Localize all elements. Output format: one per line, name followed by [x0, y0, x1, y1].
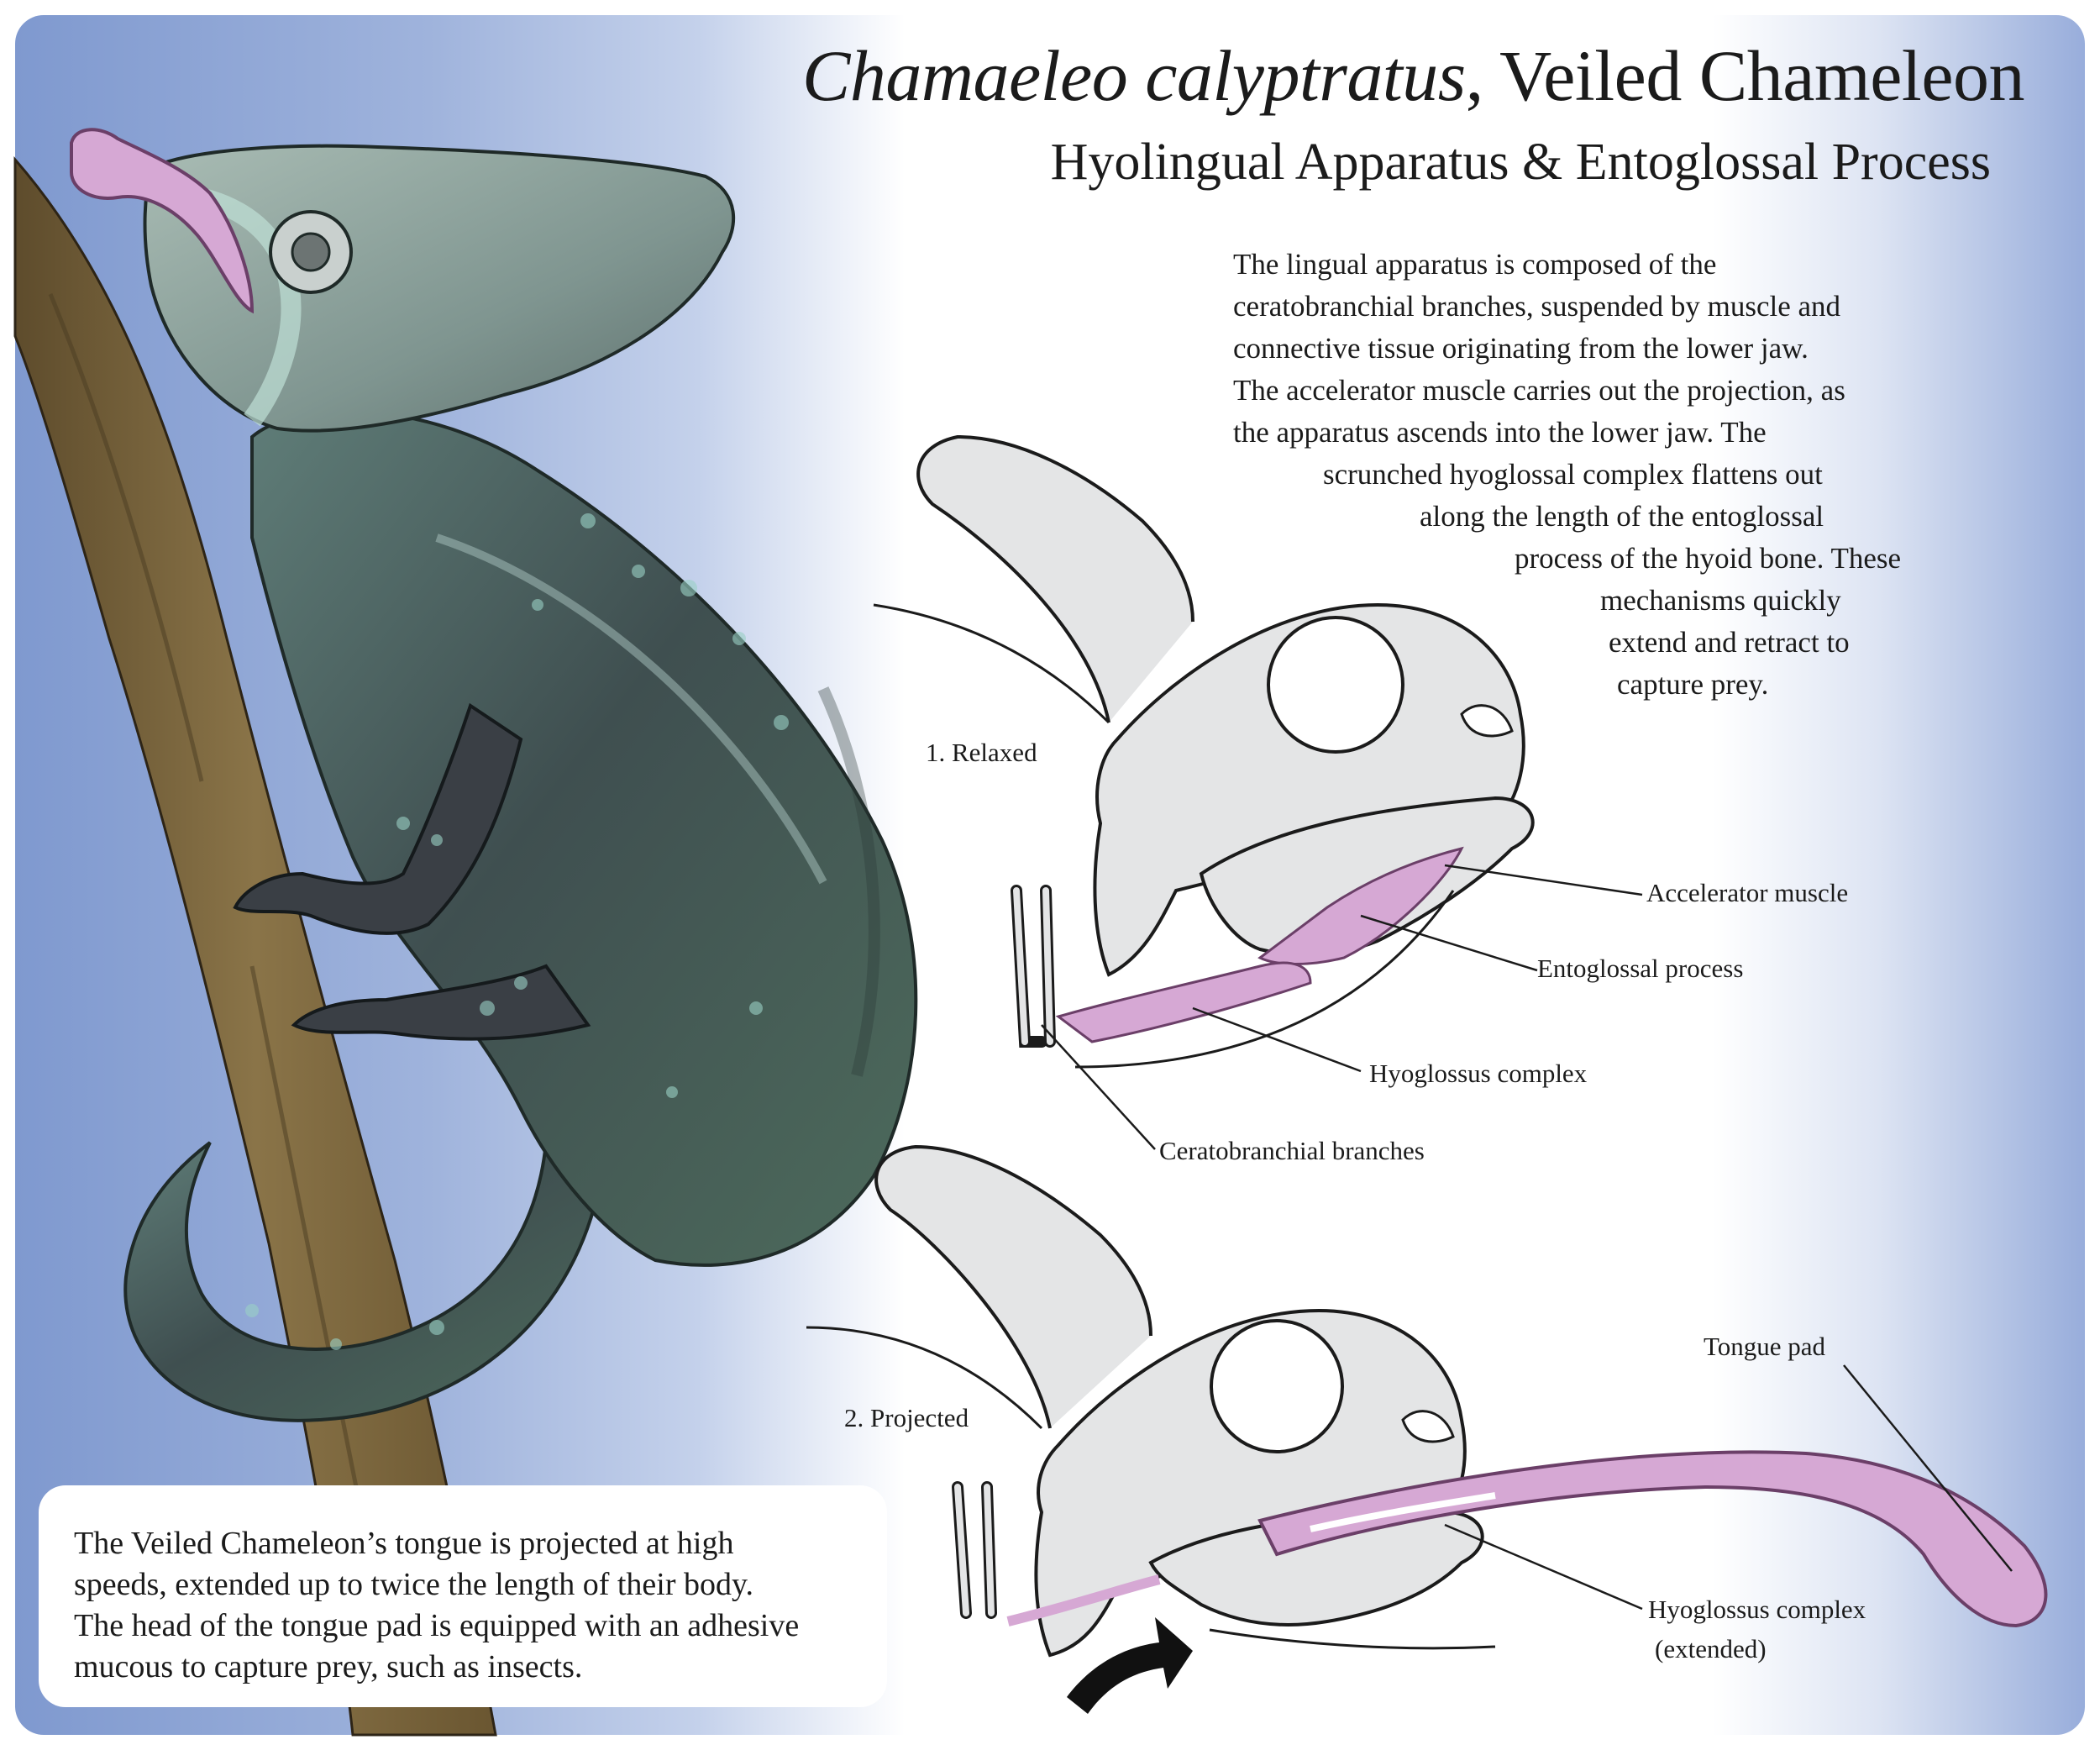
description-line: along the length of the entoglossal [1420, 500, 1824, 533]
label-hyoglossus-complex: Hyoglossus complex [1369, 1059, 1588, 1088]
species-name: Chamaeleo calyptratus [802, 35, 1466, 116]
stage-label-projected: 2. Projected [844, 1403, 969, 1432]
label-hyoglossus-extended-note: (extended) [1655, 1634, 1767, 1663]
description-line: extend and retract to [1609, 626, 1850, 659]
description-line: capture prey. [1617, 668, 1769, 701]
caption-line: speeds, extended up to twice the length … [74, 1567, 754, 1602]
caption-line: The Veiled Chameleon’s tongue is project… [74, 1526, 734, 1561]
label-hyoglossus-extended: Hyoglossus complex [1648, 1595, 1866, 1624]
common-name: , Veiled Chameleon [1465, 35, 2025, 116]
stage-label-relaxed: 1. Relaxed [926, 738, 1037, 767]
description-line: The accelerator muscle carries out the p… [1233, 374, 1845, 407]
tongue-extended [1257, 1450, 2048, 1628]
description-line: process of the hyoid bone. These [1515, 542, 1902, 575]
chameleon-front-leg [233, 702, 523, 935]
leader-lines-projected [1444, 1364, 2013, 1611]
label-entoglossal-process: Entoglossal process [1537, 954, 1744, 983]
description-line: mechanisms quickly [1600, 584, 1841, 617]
skull-projected [806, 1144, 2048, 1714]
chameleon-body [250, 409, 918, 1267]
label-tongue-pad: Tongue pad [1704, 1332, 1826, 1361]
description-line: ceratobranchial branches, suspended by m… [1233, 290, 1841, 323]
label-ceratobranchial-branches: Ceratobranchial branches [1159, 1136, 1425, 1165]
page-subtitle: Hyolingual Apparatus & Entoglossal Proce… [1050, 134, 1991, 191]
skull-relaxed [873, 434, 1535, 1069]
page-title: Chamaeleo calyptratus, Veiled Chameleon [802, 34, 2024, 118]
leader-lines-relaxed [1041, 864, 1643, 1150]
caption-line: mucous to capture prey, such as insects. [74, 1649, 583, 1684]
chameleon-tongue [70, 128, 255, 314]
description-line: the apparatus ascends into the lower jaw… [1233, 416, 1767, 449]
caption-line: The head of the tongue pad is equipped w… [74, 1608, 800, 1643]
label-accelerator-muscle: Accelerator muscle [1646, 878, 1849, 907]
description-line: connective tissue originating from the l… [1233, 332, 1809, 365]
description-line: The lingual apparatus is composed of the [1233, 248, 1717, 281]
chameleon-tail [123, 1140, 607, 1422]
skin-speckles [245, 513, 789, 1350]
projection-arrow [1067, 1617, 1193, 1714]
caption-box [39, 1485, 887, 1707]
description-line: scrunched hyoglossal complex flattens ou… [1323, 458, 1823, 491]
